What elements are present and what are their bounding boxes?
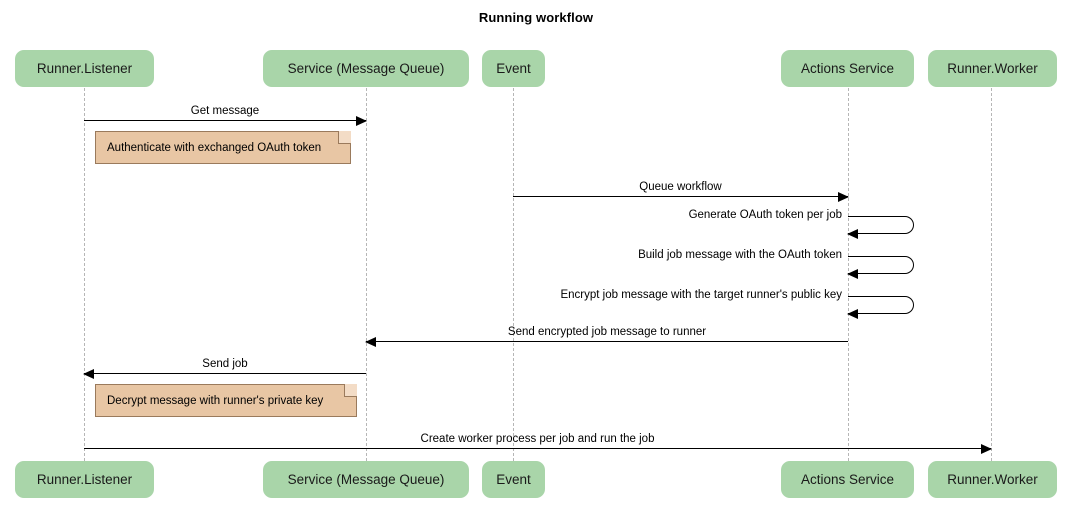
message-label: Send job <box>202 358 248 370</box>
participant-runner-worker-top[interactable]: Runner.Worker <box>928 50 1057 87</box>
participant-label: Service (Message Queue) <box>287 472 445 487</box>
note-decrypt-message-with-runners-private-key[interactable]: Decrypt message with runner's private ke… <box>95 384 357 417</box>
participant-label: Event <box>496 472 531 487</box>
lifeline-service-message-queue <box>366 88 367 461</box>
message-label: Generate OAuth token per job <box>688 209 842 221</box>
participant-service-message-queue-top[interactable]: Service (Message Queue) <box>263 50 469 87</box>
participant-label: Runner.Worker <box>947 61 1038 76</box>
participant-event-bottom[interactable]: Event <box>482 461 545 498</box>
self-message-build-job-message-with-the-oauth-token[interactable]: Build job message with the OAuth token <box>638 249 914 279</box>
participant-label: Actions Service <box>800 472 895 487</box>
message-send-job[interactable]: Send job <box>83 358 366 379</box>
arrowhead-right-icon <box>838 192 849 202</box>
lifeline-runner-worker <box>991 88 992 461</box>
arrowhead-left-icon <box>847 229 858 239</box>
participant-actions-service-bottom[interactable]: Actions Service <box>781 461 914 498</box>
self-message-generate-oauth-token-per-job[interactable]: Generate OAuth token per job <box>689 209 914 239</box>
message-create-worker-process-per-job-and-run-the-job[interactable]: Create worker process per job and run th… <box>84 433 992 454</box>
message-label: Create worker process per job and run th… <box>420 433 655 445</box>
self-message-encrypt-job-message-with-the-target-runners-public-key[interactable]: Encrypt job message with the target runn… <box>560 289 914 319</box>
arrowhead-left-icon <box>847 309 858 319</box>
participant-label: Actions Service <box>800 61 895 76</box>
message-label: Build job message with the OAuth token <box>638 249 842 261</box>
arrowhead-left-icon <box>847 269 858 279</box>
message-queue-workflow[interactable]: Queue workflow <box>513 181 849 202</box>
participant-label: Runner.Listener <box>36 61 133 76</box>
participant-label: Event <box>496 61 531 76</box>
note-label: Authenticate with exchanged OAuth token <box>107 141 322 154</box>
participant-label: Runner.Worker <box>947 472 1038 487</box>
arrowhead-right-icon <box>981 444 992 454</box>
message-label: Get message <box>190 105 260 117</box>
message-label: Send encrypted job message to runner <box>507 326 707 338</box>
message-label: Queue workflow <box>639 181 722 193</box>
message-get-message[interactable]: Get message <box>84 105 367 126</box>
page-title: Running workflow <box>478 10 594 25</box>
self-loop-path <box>848 216 914 234</box>
participant-label: Runner.Listener <box>36 472 133 487</box>
participant-service-message-queue-bottom[interactable]: Service (Message Queue) <box>263 461 469 498</box>
participant-event-top[interactable]: Event <box>482 50 545 87</box>
note-fold-corner-icon <box>338 131 351 144</box>
self-loop-path <box>848 296 914 314</box>
participant-runner-listener-bottom[interactable]: Runner.Listener <box>15 461 154 498</box>
participant-runner-worker-bottom[interactable]: Runner.Worker <box>928 461 1057 498</box>
participant-label: Service (Message Queue) <box>287 61 445 76</box>
note-fold-corner-icon <box>344 384 357 397</box>
arrowhead-right-icon <box>356 116 367 126</box>
arrowhead-left-icon <box>83 369 94 379</box>
note-authenticate-with-exchanged-oauth-token[interactable]: Authenticate with exchanged OAuth token <box>95 131 351 164</box>
self-loop-path <box>848 256 914 274</box>
lifeline-runner-listener <box>84 88 85 461</box>
arrowhead-left-icon <box>365 337 376 347</box>
message-send-encrypted-job-message-to-runner[interactable]: Send encrypted job message to runner <box>365 326 848 347</box>
participant-actions-service-top[interactable]: Actions Service <box>781 50 914 87</box>
message-label: Encrypt job message with the target runn… <box>560 289 842 301</box>
participant-runner-listener-top[interactable]: Runner.Listener <box>15 50 154 87</box>
lifeline-event <box>513 88 514 461</box>
note-label: Decrypt message with runner's private ke… <box>107 394 324 407</box>
